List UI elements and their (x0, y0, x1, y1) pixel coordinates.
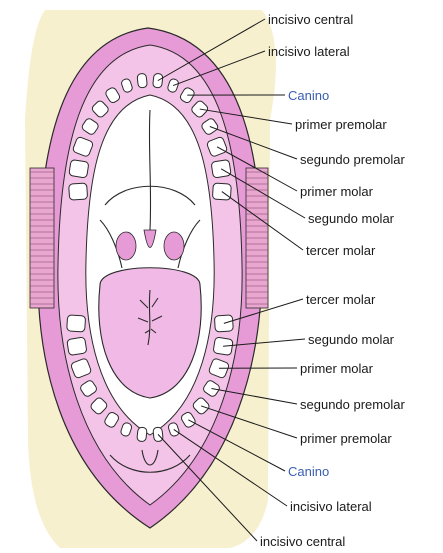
label-lower-incisivo-central: incisivo central (260, 534, 345, 549)
cheek-right (246, 168, 268, 308)
tonsil-right (164, 232, 184, 260)
label-lower-primer-molar: primer molar (300, 361, 374, 376)
label-lower-canino: Canino (288, 464, 329, 479)
label-lower-segundo-molar: segundo molar (308, 332, 395, 347)
label-upper-incisivo-central: incisivo central (268, 12, 353, 27)
label-lower-incisivo-lateral: incisivo lateral (290, 499, 372, 514)
lower-labels: tercer molar segundo molar primer molar … (260, 292, 405, 549)
upper-tooth (69, 159, 89, 178)
label-upper-tercer-molar: tercer molar (306, 243, 376, 258)
label-upper-segundo-premolar: segundo premolar (300, 152, 405, 167)
lower-tooth (67, 315, 86, 332)
upper-labels: incisivo central incisivo lateral Canino… (268, 12, 405, 258)
tonsil-left (116, 232, 136, 260)
label-upper-primer-premolar: primer premolar (295, 117, 387, 132)
label-upper-primer-molar: primer molar (300, 184, 374, 199)
upper-tooth (69, 183, 88, 200)
label-upper-canino: Canino (288, 88, 329, 103)
cheek-left (30, 168, 54, 308)
label-upper-incisivo-lateral: incisivo lateral (268, 44, 350, 59)
label-lower-tercer-molar: tercer molar (306, 292, 376, 307)
lower-tooth (137, 427, 147, 442)
lower-tooth (67, 337, 87, 356)
upper-tooth (137, 73, 147, 88)
label-upper-segundo-molar: segundo molar (308, 211, 395, 226)
label-lower-primer-premolar: primer premolar (300, 431, 392, 446)
label-lower-segundo-premolar: segundo premolar (300, 397, 405, 412)
